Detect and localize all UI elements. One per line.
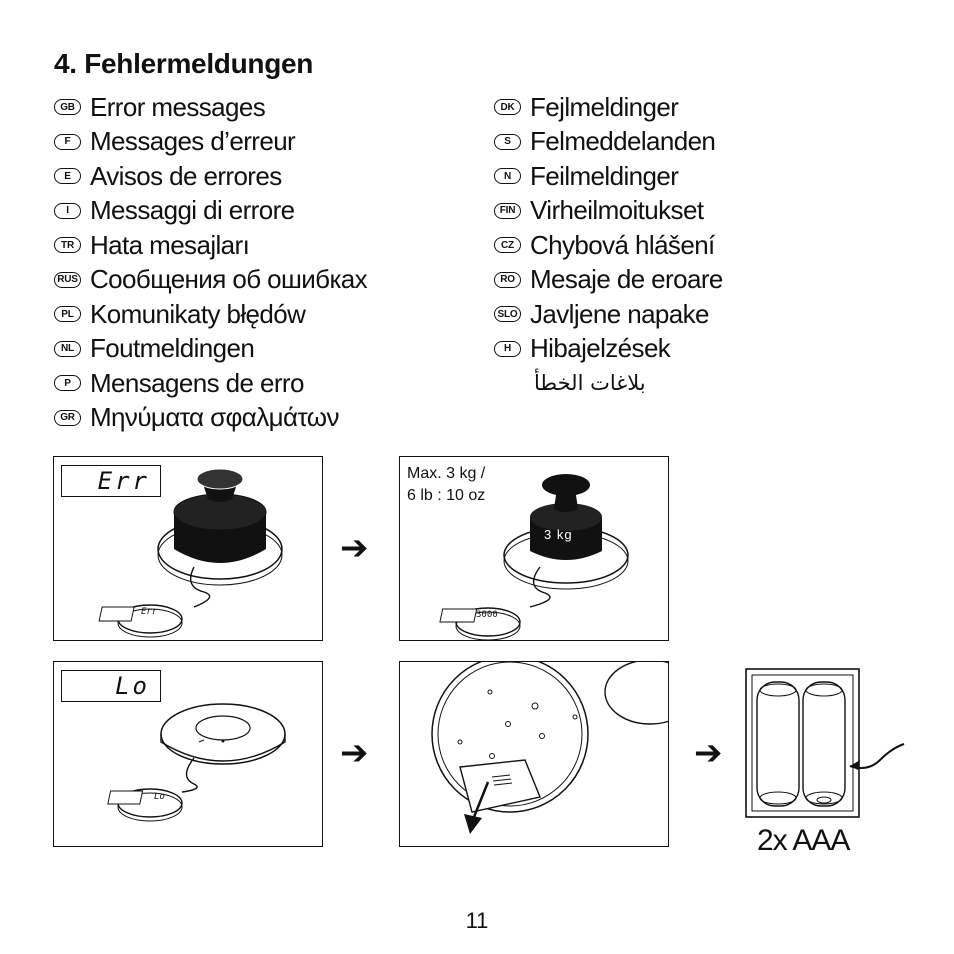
- language-row: H Hibajelzések: [494, 332, 723, 367]
- display-lo: Lo: [61, 670, 161, 702]
- language-code-badge: FIN: [494, 202, 521, 219]
- illustration-overload-err: Err Err: [53, 456, 323, 641]
- language-row: I Messaggi di errore: [54, 194, 367, 229]
- page-title: 4. Fehlermeldungen: [54, 48, 314, 79]
- language-code-badge: DK: [494, 99, 521, 116]
- language-code-badge: RUS: [54, 271, 81, 288]
- language-code-badge: I: [54, 202, 81, 219]
- language-text: Hata mesajları: [90, 229, 250, 260]
- language-code-badge: S: [494, 133, 521, 150]
- illustration-battery-compartment: [399, 661, 669, 847]
- weight-label: 3 kg: [544, 527, 573, 542]
- language-code-badge: F: [54, 133, 81, 150]
- language-code-badge: PL: [54, 306, 81, 323]
- display-err: Err: [61, 465, 161, 497]
- language-row: SLO Javljene napake: [494, 297, 723, 332]
- language-code-badge: SLO: [494, 306, 521, 323]
- language-row: S Felmeddelanden: [494, 125, 723, 160]
- mini-display-readout: 3000: [476, 610, 498, 620]
- language-row: NL Foutmeldingen: [54, 332, 367, 367]
- language-text: Foutmeldingen: [90, 333, 255, 364]
- language-text: Messaggi di errore: [90, 195, 295, 226]
- arrow-right-icon: ➔: [340, 733, 369, 773]
- arrow-right-icon: ➔: [694, 733, 723, 773]
- language-text: Messages d’erreur: [90, 126, 296, 157]
- language-text: Javljene napake: [530, 298, 710, 329]
- language-row: GB Error messages: [54, 90, 367, 125]
- language-text: Сообщения об ошибках: [90, 264, 368, 295]
- scale-overload-drawing: [98, 468, 283, 638]
- language-text: Mensagens de erro: [90, 367, 304, 398]
- language-text: Virheilmoitukset: [530, 195, 704, 226]
- language-text: Hibajelzések: [530, 333, 671, 364]
- page-number: 11: [465, 908, 489, 933]
- scale-low-drawing: [107, 703, 286, 822]
- language-row: PL Komunikaty błędów: [54, 297, 367, 332]
- language-text: Mesaje de eroare: [530, 264, 723, 295]
- language-code-badge: GB: [54, 99, 81, 116]
- battery-illustration: [745, 668, 860, 818]
- language-code-badge: TR: [54, 237, 81, 254]
- language-row: FIN Virheilmoitukset: [494, 194, 723, 229]
- battery-type-label: 2x AAA: [757, 824, 850, 857]
- language-code-badge: RO: [494, 271, 521, 288]
- illustration-low-battery: Lo Lo: [53, 661, 323, 847]
- language-code-badge: E: [54, 168, 81, 185]
- scale-underside-drawing: [431, 662, 668, 834]
- language-code-badge: P: [54, 375, 81, 392]
- language-text-arabic: بلاغات الخطأ: [534, 371, 646, 396]
- language-row: RO Mesaje de eroare: [494, 263, 723, 298]
- language-text: Felmeddelanden: [530, 126, 716, 157]
- language-row-arabic: بلاغات الخطأ: [494, 366, 723, 401]
- language-row: N Feilmeldinger: [494, 159, 723, 194]
- language-text: Avisos de errores: [90, 160, 282, 191]
- language-text: Chybová hlášení: [530, 229, 715, 260]
- arrow-right-icon: ➔: [340, 528, 369, 568]
- language-row: TR Hata mesajları: [54, 228, 367, 263]
- language-code-badge: H: [494, 340, 521, 357]
- language-row: CZ Chybová hlášení: [494, 228, 723, 263]
- language-text: Fejlmeldinger: [530, 91, 679, 122]
- language-row: RUS Сообщения об ошибках: [54, 263, 368, 298]
- batteries-drawing: [745, 668, 860, 818]
- language-code-badge: GR: [54, 409, 81, 426]
- language-text: Komunikaty błędów: [90, 298, 306, 329]
- language-row: F Messages d’erreur: [54, 125, 367, 160]
- illustration-max-capacity: Max. 3 kg / 6 lb : 10 oz 3 kg 3000: [399, 456, 669, 641]
- language-row: DK Fejlmeldinger: [494, 90, 723, 125]
- language-row: GR Μηνύματα σφαλμάτων: [54, 401, 367, 436]
- language-text: Feilmeldinger: [530, 160, 679, 191]
- language-text: Error messages: [90, 91, 266, 122]
- language-row: E Avisos de errores: [54, 159, 367, 194]
- mini-display-err: Err: [141, 607, 158, 617]
- max-capacity-label: Max. 3 kg / 6 lb : 10 oz: [407, 465, 486, 504]
- language-code-badge: NL: [54, 340, 81, 357]
- battery-wire-icon: [849, 743, 905, 770]
- scale-max-drawing: [439, 474, 629, 640]
- language-row: P Mensagens de erro: [54, 366, 367, 401]
- language-text: Μηνύματα σφαλμάτων: [90, 402, 339, 433]
- language-list-left: GB Error messages F Messages d’erreur E Avi…: [54, 90, 368, 436]
- language-code-badge: N: [494, 168, 521, 185]
- language-code-badge: CZ: [494, 237, 521, 254]
- mini-display-lo: Lo: [154, 792, 165, 802]
- language-list-right: DK Fejlmeldinger S Felmeddelanden N Feilmel…: [494, 90, 723, 401]
